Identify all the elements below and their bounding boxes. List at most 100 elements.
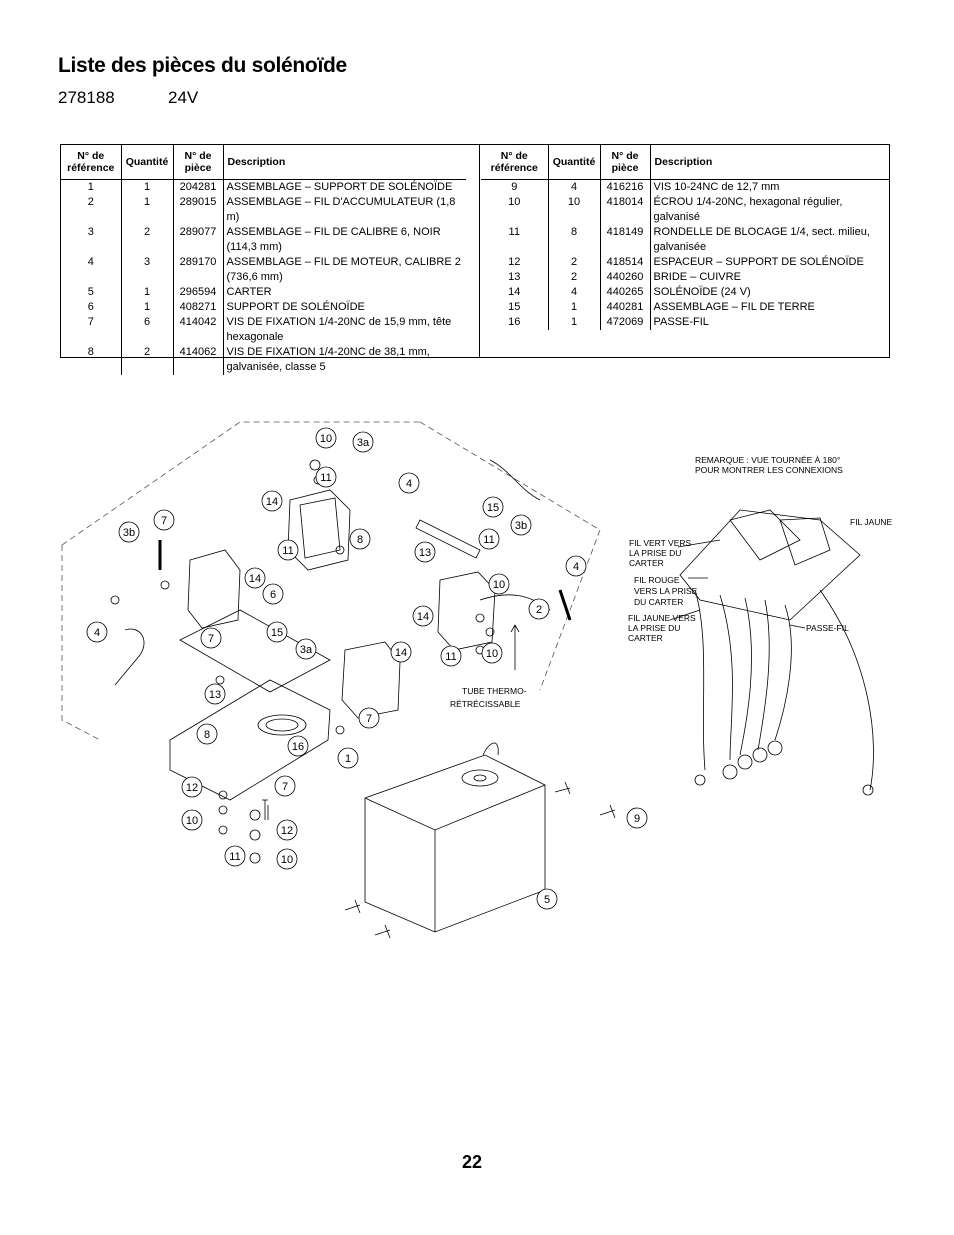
- qty-cell: 2: [548, 270, 601, 285]
- callout-circle: [295, 638, 317, 660]
- callout-circle: [565, 555, 587, 577]
- ref-cell: 13: [481, 270, 549, 285]
- voltage-label: 24V: [168, 88, 199, 107]
- wire-label-fil-vert-1: FIL VERT VERS: [629, 538, 692, 548]
- callout-circle: [482, 496, 504, 518]
- header-part: N° de pièce: [173, 145, 224, 180]
- callout-number: 3b: [123, 527, 135, 539]
- part-cell: 418514: [600, 255, 651, 270]
- callout-number: 7: [208, 633, 214, 645]
- callout-circle: [440, 645, 462, 667]
- callout-circle: [277, 539, 299, 561]
- callout-number: 11: [282, 545, 293, 557]
- callout-number: 10: [281, 854, 293, 866]
- callout-number: 4: [406, 478, 412, 490]
- wire-label-fil-vert-3: CARTER: [629, 558, 664, 568]
- desc-cell: BRIDE – CUIVRE: [653, 271, 741, 283]
- callout-number: 14: [249, 573, 261, 585]
- desc-cell: RONDELLE DE BLOCAGE 1/4, sect. milieu, g…: [653, 226, 870, 253]
- part-cell: 408271: [173, 300, 224, 315]
- callout-circle: [196, 723, 218, 745]
- qty-cell: 1: [121, 300, 174, 315]
- part-cell: 414062: [173, 345, 224, 375]
- callout-number: 3b: [515, 520, 527, 532]
- part-cell: 440260: [600, 270, 651, 285]
- callout-number: 11: [229, 851, 240, 863]
- callout-circle: [510, 514, 532, 536]
- ref-cell: 15: [481, 300, 549, 315]
- callout-number: 15: [271, 627, 283, 639]
- callout-number: 13: [419, 547, 431, 559]
- callout-circle: [358, 707, 380, 729]
- part-cell: 416216: [600, 179, 651, 195]
- note-line1: REMARQUE : VUE TOURNÉE À 180°: [695, 455, 840, 465]
- ref-cell: 14: [481, 285, 549, 300]
- callout-circle: [261, 490, 283, 512]
- callout-number: 6: [270, 589, 276, 601]
- callout-number: 2: [536, 604, 542, 616]
- callout-number: 4: [94, 627, 100, 639]
- callout-circle: [204, 683, 226, 705]
- desc-cell: VIS DE FIXATION 1/4-20NC de 15,9 mm, têt…: [226, 316, 452, 343]
- page-title: Liste des pièces du solénoïde: [58, 54, 347, 77]
- ref-cell: 12: [481, 255, 549, 270]
- qty-cell: 2: [121, 225, 174, 255]
- callout-number: 4: [573, 561, 579, 573]
- callout-circle: [626, 807, 648, 829]
- wire-label-fil-rouge-1: FIL ROUGE: [634, 575, 680, 585]
- part-cell: 289015: [173, 195, 224, 225]
- wire-label-passe-fil: PASSE-FIL: [806, 623, 849, 633]
- part-cell: 289170: [173, 255, 224, 285]
- desc-cell: VIS DE FIXATION 1/4-20NC de 38,1 mm, gal…: [226, 346, 430, 373]
- part-cell: 440281: [600, 300, 651, 315]
- desc-cell: ASSEMBLAGE – FIL D'ACCUMULATEUR (1,8 m): [226, 196, 456, 223]
- qty-cell: 1: [121, 179, 174, 195]
- wire-label-fil-rouge-3: DU CARTER: [634, 597, 683, 607]
- qty-cell: 4: [548, 285, 601, 300]
- header-ref: N° de référence: [481, 145, 549, 180]
- table-divider: [465, 145, 480, 357]
- desc-cell: PASSE-FIL: [653, 316, 709, 328]
- callout-number: 14: [417, 611, 429, 623]
- callout-number: 7: [282, 781, 288, 793]
- qty-cell: 4: [548, 179, 601, 195]
- qty-cell: 1: [121, 285, 174, 300]
- callout-circle: [390, 641, 412, 663]
- note-line2: POUR MONTRER LES CONNEXIONS: [695, 465, 843, 475]
- desc-cell: ASSEMBLAGE – FIL DE MOTEUR, CALIBRE 2 (7…: [226, 256, 461, 283]
- callout-number: 7: [161, 515, 167, 527]
- header-part: N° de pièce: [600, 145, 651, 180]
- callout-number: 11: [445, 651, 456, 663]
- callout-circle: [244, 567, 266, 589]
- callout-circle: [315, 427, 337, 449]
- callout-circle: [481, 642, 503, 664]
- wire-label-fil-jaune-vers-3: CARTER: [628, 633, 663, 643]
- qty-cell: 8: [548, 225, 601, 255]
- desc-cell: VIS 10-24NC de 12,7 mm: [653, 181, 780, 193]
- ref-cell: 2: [61, 195, 122, 225]
- qty-cell: 1: [548, 300, 601, 315]
- desc-cell: SOLÉNOÏDE (24 V): [653, 286, 751, 298]
- header-desc: Description: [650, 145, 890, 180]
- callout-number: 3a: [357, 437, 370, 449]
- desc-cell: ASSEMBLAGE – FIL DE TERRE: [653, 301, 815, 313]
- page-number: 22: [462, 1152, 483, 1172]
- parts-table: N° de référence Quantité N° de pièce Des…: [60, 144, 890, 375]
- callout-number: 13: [209, 689, 221, 701]
- qty-cell: 6: [121, 315, 174, 345]
- ref-cell: 6: [61, 300, 122, 315]
- callout-number: 11: [320, 472, 331, 484]
- part-cell: 440265: [600, 285, 651, 300]
